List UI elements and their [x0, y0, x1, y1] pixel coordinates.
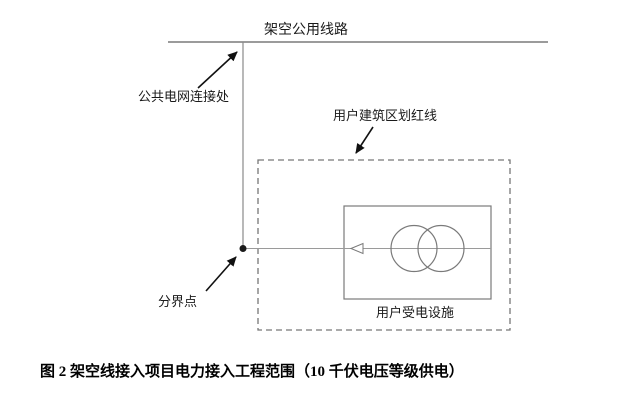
facility-box: [343, 205, 492, 300]
figure-caption: 图 2 架空线接入项目电力接入工程范围（10 千伏电压等级供电）: [40, 364, 464, 380]
transformer-circle-left: [390, 224, 438, 273]
label-overhead-public-line: 架空公用线路: [264, 21, 348, 37]
transformer-circle-right: [417, 224, 465, 273]
demarcation-dot: [239, 245, 247, 252]
flow-triangle-icon: [349, 242, 364, 255]
label-public-grid-connection: 公共电网连接处: [138, 89, 230, 104]
label-demarcation-point: 分界点: [158, 294, 198, 309]
red-line-arrow: [355, 126, 374, 154]
label-user-receiving-facility: 用户受电设施: [376, 305, 455, 320]
label-building-red-line: 用户建筑区划红线: [333, 108, 438, 123]
demarcation-arrow: [205, 256, 237, 292]
property-boundary-box: [257, 159, 511, 331]
grid-connection-arrow: [197, 51, 238, 89]
